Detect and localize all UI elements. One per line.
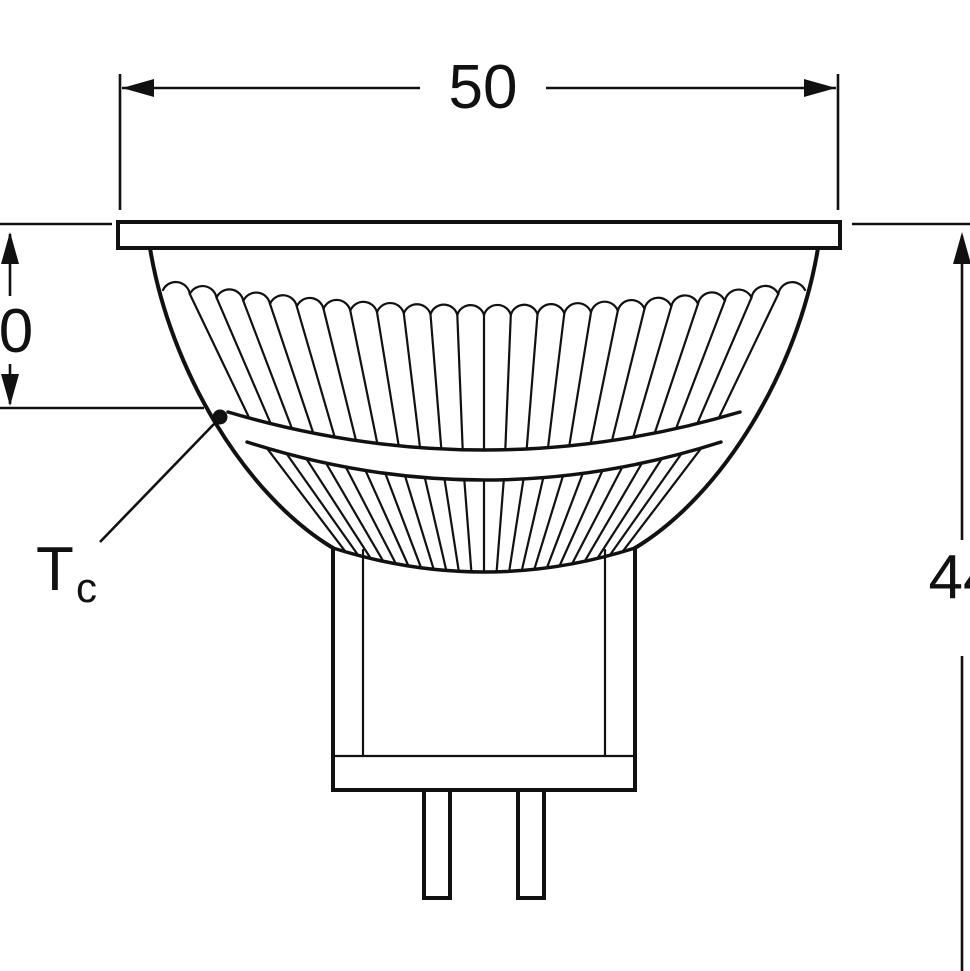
- arrowhead-left-icon: [122, 79, 154, 97]
- tc-point-marker: [212, 409, 228, 425]
- arrowhead-up-icon: [953, 232, 970, 264]
- dimension-width: 50: [118, 53, 840, 210]
- lamp-body: [116, 220, 842, 900]
- tc-leader-line: [99, 423, 215, 543]
- bowl-profile-left: [148, 246, 335, 550]
- neck-inner-contours: [361, 548, 607, 758]
- bowl-band-lower: [245, 440, 723, 482]
- arrowhead-down-icon: [1, 374, 19, 406]
- bowl-bottom-curve: [331, 546, 637, 574]
- lamp-rim: [116, 220, 842, 250]
- dimension-height-value: 44: [929, 543, 970, 612]
- arrowhead-right-icon: [804, 79, 836, 97]
- lamp-neck: [331, 546, 637, 792]
- tc-label-main: T: [36, 535, 74, 604]
- rib-lines: [188, 292, 780, 574]
- arrowhead-up-icon: [1, 232, 19, 264]
- bowl-band-upper: [226, 410, 742, 452]
- dimension-width-value: 50: [449, 53, 518, 122]
- dimension-left: 0: [0, 222, 204, 410]
- bowl-profile-right: [633, 246, 820, 550]
- pin-left: [422, 788, 452, 900]
- dimension-height: 44: [852, 222, 970, 971]
- pin-right: [516, 788, 546, 900]
- dimension-left-value: 0: [0, 297, 33, 366]
- tc-label-sub: c: [76, 564, 97, 611]
- tc-callout: T c: [36, 409, 228, 611]
- rib-scallop-edge: [161, 280, 807, 317]
